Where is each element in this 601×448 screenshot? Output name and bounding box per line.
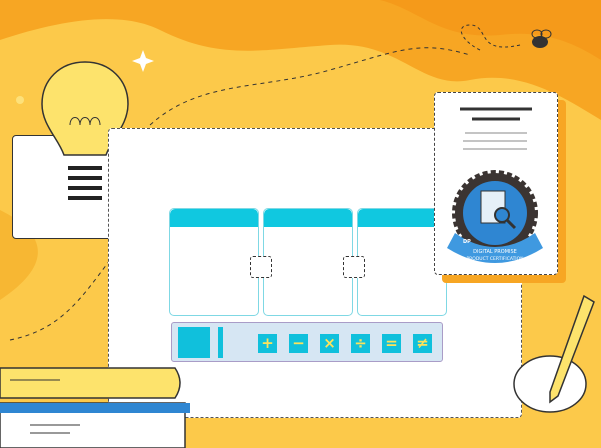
certification-badge: DP DIGITAL PROMISE PRODUCT CERTIFICATION [447,107,543,263]
plus-icon[interactable]: + [258,334,277,353]
badge-line2: PRODUCT CERTIFICATION [466,256,523,262]
column-1 [169,208,259,316]
divide-icon[interactable]: ÷ [351,334,370,353]
pencil-speech-bubble [513,294,595,413]
column-header [170,209,258,227]
column-2 [263,208,353,316]
lightbulb-icon [41,61,129,208]
books-stack [0,367,190,448]
block-tile[interactable] [178,327,210,358]
minus-icon[interactable]: − [289,334,308,353]
certificate-card: DP DIGITAL PROMISE PRODUCT CERTIFICATION [434,92,558,275]
equals-icon[interactable]: = [382,334,401,353]
bar-tile[interactable] [218,327,223,358]
column-3 [357,208,447,316]
drop-slot[interactable] [250,256,272,278]
drop-slot[interactable] [343,256,365,278]
bee-icon [531,29,552,48]
operator-toolbar: + − × ÷ = ≠ [171,322,443,362]
badge-line1: DIGITAL PROMISE [473,249,517,255]
column-header [264,209,352,227]
badge-initials: DP [463,239,471,245]
sparkle-icon [132,50,154,72]
not-equal-icon[interactable]: ≠ [413,334,432,353]
multiply-icon[interactable]: × [320,334,339,353]
column-header [358,209,446,227]
